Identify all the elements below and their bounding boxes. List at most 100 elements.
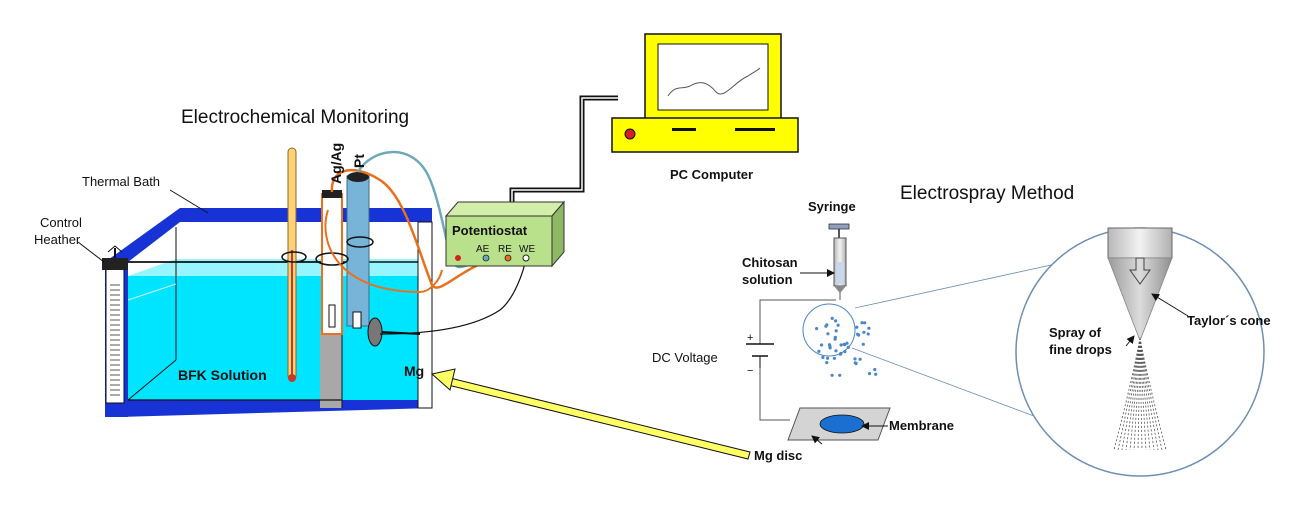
droplet xyxy=(834,319,838,323)
mg-arrow xyxy=(430,368,751,460)
re-label: RE xyxy=(498,244,512,255)
teal-wire xyxy=(356,150,487,269)
electrospray-circuit xyxy=(759,299,836,421)
bath-right-shadow xyxy=(320,330,342,408)
droplet xyxy=(863,321,867,325)
computer-power-button xyxy=(624,128,636,140)
bath-back-bottom xyxy=(127,359,177,401)
spray-jet-lines xyxy=(1113,337,1167,451)
plus-sign: + xyxy=(747,332,753,344)
droplet xyxy=(832,356,837,360)
orange-wire-bath xyxy=(324,209,443,294)
potentiostat-label: Potentiostat xyxy=(452,223,528,238)
heater-cap xyxy=(102,258,128,270)
taylor-cone-zoom xyxy=(1015,227,1265,477)
wires xyxy=(324,95,618,335)
membrane-plate xyxy=(787,407,891,441)
bath-bottom-frame xyxy=(105,400,432,417)
computer-drive-1 xyxy=(672,128,696,131)
monitor-screen xyxy=(657,43,769,111)
droplet xyxy=(842,342,846,346)
membrane-label: Membrane xyxy=(889,418,954,433)
computer-case xyxy=(611,117,799,153)
droplet xyxy=(867,372,872,376)
spray-jet-line xyxy=(1139,337,1167,451)
water-level-line xyxy=(127,283,177,301)
ae-terminal xyxy=(482,254,490,262)
mg-label: Mg xyxy=(404,363,424,379)
control-heater xyxy=(102,245,128,404)
pc-computer xyxy=(611,33,799,153)
computer-drive-2 xyxy=(735,128,775,131)
droplet xyxy=(815,327,819,331)
bfk-solution-water xyxy=(128,276,432,400)
screen-curve xyxy=(667,67,761,97)
droplet xyxy=(856,332,860,336)
droplet xyxy=(838,373,842,377)
taylor-cone-label: Taylor´s cone xyxy=(1187,313,1271,328)
mg-disc-label: Mg disc xyxy=(754,448,802,463)
bfk-solution-label: BFK Solution xyxy=(178,367,267,383)
droplet xyxy=(821,355,825,359)
syringe xyxy=(828,223,850,300)
droplet xyxy=(838,352,843,356)
thermal-bath-label: Thermal Bath xyxy=(82,174,160,189)
syringe-label: Syringe xyxy=(808,199,856,214)
droplet xyxy=(874,372,878,376)
dc-voltage-source xyxy=(746,343,774,368)
droplet xyxy=(817,349,821,353)
we-wire xyxy=(379,257,527,335)
droplet xyxy=(860,321,864,325)
thermometer xyxy=(287,147,297,382)
control-heater-label-2: Heather xyxy=(34,232,81,247)
droplet xyxy=(828,344,832,348)
pt-label: Pt xyxy=(351,154,367,168)
droplet xyxy=(830,373,834,377)
droplet xyxy=(846,345,850,349)
droplet xyxy=(853,361,857,365)
spray-label-1: Spray of xyxy=(1049,325,1102,340)
minus-sign: − xyxy=(747,365,753,377)
ae-label: AE xyxy=(476,244,490,255)
taylor-cone-shape xyxy=(1107,257,1173,339)
we-label: WE xyxy=(519,244,535,255)
membrane xyxy=(819,414,865,434)
droplet xyxy=(834,349,838,353)
pt-electrode xyxy=(346,172,370,329)
label-pointers xyxy=(77,189,1189,445)
droplet xyxy=(845,341,849,345)
droplet xyxy=(861,342,865,346)
droplet xyxy=(839,343,843,347)
bath-right-wall xyxy=(417,221,433,409)
chitosan-label-1: Chitosan xyxy=(742,255,798,270)
ag-ag-label: Ag/Ag xyxy=(328,143,344,184)
electrospray-method-title: Electrospray Method xyxy=(900,183,1074,204)
potentiostat-body xyxy=(445,215,553,267)
bath-top-frame xyxy=(105,208,432,262)
droplet xyxy=(867,326,871,330)
potentiostat xyxy=(444,200,566,268)
control-heater-label-1: Control xyxy=(40,215,82,230)
droplet xyxy=(843,350,847,354)
droplet xyxy=(825,361,829,365)
droplet xyxy=(833,335,837,339)
spray-label-2: fine drops xyxy=(1049,342,1112,357)
droplet xyxy=(830,316,834,320)
droplet xyxy=(873,367,877,372)
orange-wire xyxy=(330,168,509,289)
droplet xyxy=(824,324,828,328)
dc-voltage-label: DC Voltage xyxy=(652,350,718,365)
droplet xyxy=(853,357,857,361)
chitosan-label-2: solution xyxy=(742,272,793,287)
droplet xyxy=(858,357,862,361)
flow-arrow xyxy=(1129,257,1151,285)
droplet xyxy=(862,330,866,334)
pc-computer-label: PC Computer xyxy=(670,167,753,182)
droplet xyxy=(855,325,859,329)
droplet xyxy=(866,332,870,336)
electrochemical-monitoring-title: Electrochemical Monitoring xyxy=(181,107,409,128)
heater-coil xyxy=(110,284,120,396)
potentiostat-power-led xyxy=(455,255,461,261)
we-terminal xyxy=(522,254,530,262)
